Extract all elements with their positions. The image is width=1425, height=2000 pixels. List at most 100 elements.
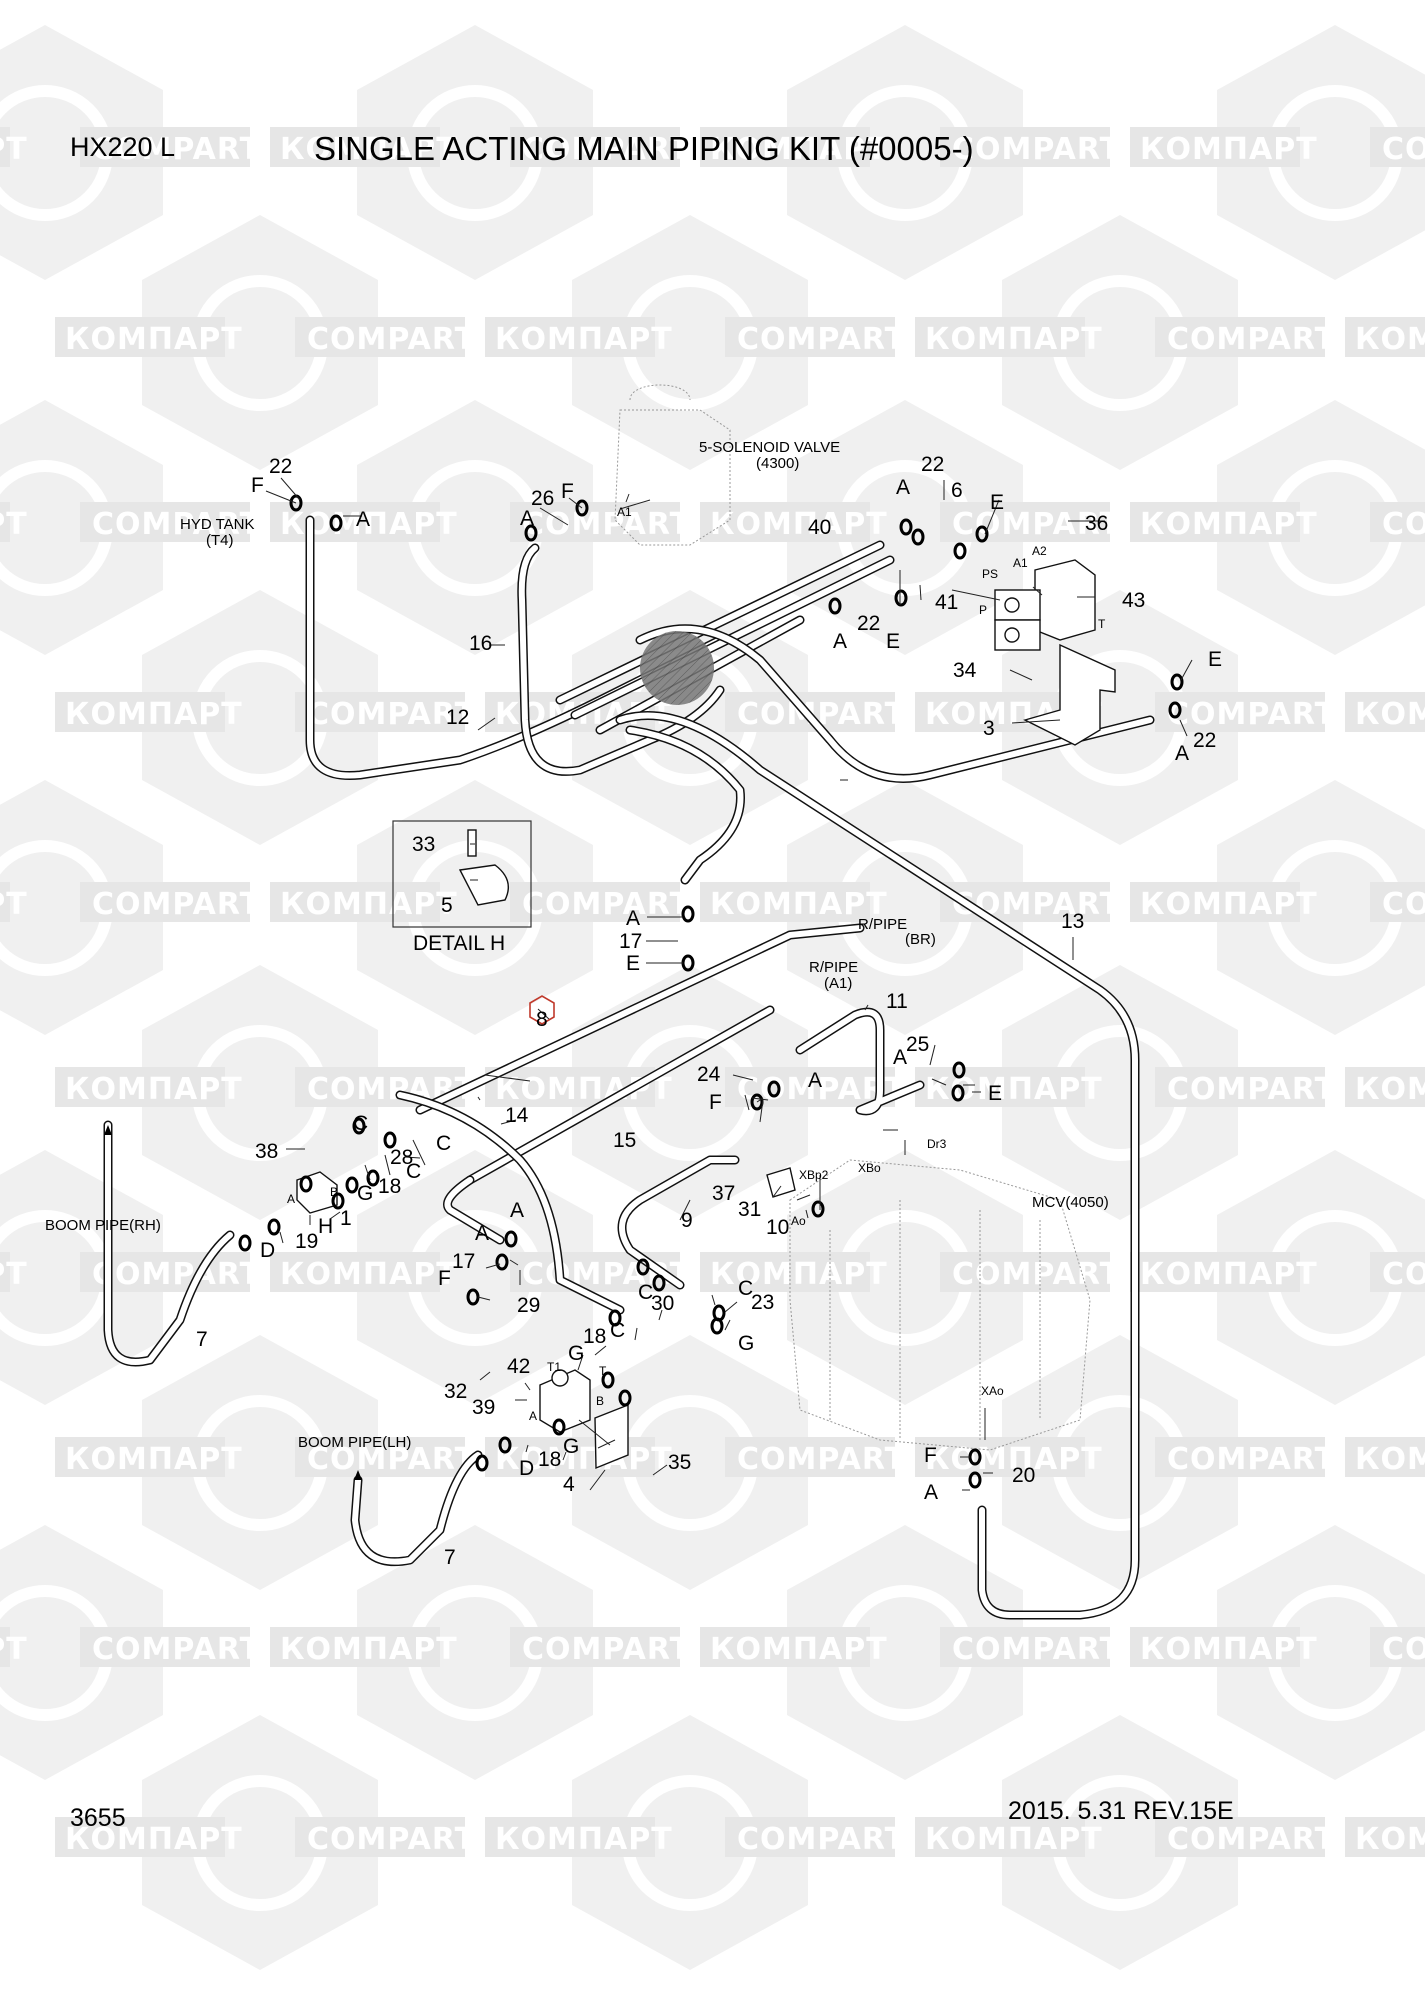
leader-line — [404, 1156, 421, 1159]
callout-ps: PS — [982, 567, 998, 581]
watermark-text: COMPART — [952, 507, 1121, 542]
watermark-text: COMPART — [92, 1632, 261, 1667]
watermark-text: КОМПАРТ — [1140, 1257, 1318, 1292]
leader-line — [625, 493, 630, 503]
callout-p33: 33 — [412, 833, 435, 856]
leader-line — [577, 1354, 584, 1371]
callout-gj: G — [357, 1182, 373, 1205]
o-ring — [495, 1253, 509, 1271]
callout-p41: 41 — [935, 591, 958, 614]
detail-h-box — [392, 820, 532, 928]
o-ring — [383, 1131, 397, 1149]
callout-a2: A2 — [1032, 544, 1047, 558]
watermark-text: COMPART — [737, 322, 906, 357]
leader-line — [280, 477, 301, 501]
leader-line — [984, 499, 1000, 535]
leader-line — [578, 1419, 611, 1446]
callout-t: T — [1098, 617, 1106, 631]
callout-p22a: 22 — [269, 455, 292, 478]
bracket-3 — [1023, 643, 1116, 746]
leader-line — [744, 1094, 750, 1111]
o-ring — [329, 514, 343, 532]
callout-rpipe-a1-port: (A1) — [824, 975, 852, 992]
callout-detail-h: DETAIL H — [413, 932, 505, 955]
highlight-hex-marker — [529, 995, 555, 1025]
o-ring — [345, 1176, 359, 1194]
callout-p5: 5 — [441, 894, 453, 917]
leader-line — [485, 1263, 501, 1269]
o-ring — [608, 1309, 622, 1327]
o-ring — [575, 499, 589, 517]
leader-line — [732, 1074, 754, 1081]
callout-an: A — [475, 1222, 489, 1245]
boom-pipe-rh-arrow — [104, 1125, 112, 1135]
callout-fb: F — [561, 480, 574, 503]
watermark-text: COMPART — [92, 507, 261, 542]
callout-p9: 9 — [681, 1209, 693, 1232]
callout-hyd-tank-port: (T4) — [206, 532, 234, 549]
watermark-text: COMPART — [1167, 697, 1336, 732]
watermark-text: КОМПАРТ — [65, 1072, 243, 1107]
callout-p10: 10 — [766, 1216, 789, 1239]
callout-fa: F — [251, 474, 264, 497]
callout-aa: A — [356, 508, 370, 531]
boom-pipe-lh-arrow — [354, 1470, 362, 1480]
leader-lines — [265, 477, 1193, 1491]
callout-p7a: 7 — [196, 1328, 208, 1351]
callout-fq: F — [924, 1444, 937, 1467]
watermark-text: КОМПАРТ — [65, 1442, 243, 1477]
callout-hj: H — [318, 1215, 333, 1238]
watermark-text: КОМПАРТ — [1140, 507, 1318, 542]
watermark-text: КОМПАРТ — [0, 1257, 28, 1292]
leader-line — [796, 1194, 811, 1201]
callout-dr3: Dr3 — [927, 1137, 947, 1151]
watermark-text: КОМПАРТ — [1355, 1442, 1425, 1477]
callout-ck: C — [436, 1132, 451, 1155]
callout-p26: 26 — [531, 487, 554, 510]
leader-line — [864, 1004, 869, 1011]
o-ring — [552, 1418, 566, 1436]
leader-line — [1179, 719, 1188, 737]
watermark-text: COMPART — [1167, 1822, 1336, 1857]
callout-p32: 32 — [444, 1380, 467, 1403]
callout-ad: A — [833, 630, 847, 653]
leader-line — [279, 1231, 284, 1244]
callout-a1-solenoid: A1 — [617, 505, 632, 519]
watermark-text: КОМПАРТ — [925, 1442, 1103, 1477]
callout-cm: C — [638, 1281, 653, 1304]
o-ring — [498, 1436, 512, 1454]
flange-31 — [766, 1167, 796, 1198]
callout-gp: G — [563, 1435, 579, 1458]
callout-cn: C — [738, 1277, 753, 1300]
o-ring — [238, 1234, 252, 1252]
watermark-text: КОМПАРТ — [280, 1257, 458, 1292]
leader-line — [805, 1209, 809, 1219]
watermark-text: КОМПАРТ — [495, 1822, 673, 1857]
watermark-text: COMPART — [737, 1822, 906, 1857]
watermark-text: COMPART — [92, 887, 261, 922]
callout-xbp2: XBp2 — [799, 1168, 829, 1182]
callout-ec: E — [990, 491, 1004, 514]
callout-p18a: 18 — [378, 1175, 401, 1198]
leader-line — [479, 1371, 491, 1381]
watermark-text: КОМПАРТ — [280, 1632, 458, 1667]
callout-b-block42: B — [596, 1394, 604, 1408]
callout-p7b: 7 — [444, 1546, 456, 1569]
leader-line — [711, 1294, 716, 1306]
watermark-text: КОМПАРТ — [710, 132, 888, 167]
leader-line — [477, 1296, 491, 1301]
callout-p43: 43 — [1122, 589, 1145, 612]
o-ring — [968, 1471, 982, 1489]
watermark-text: COMPART — [307, 697, 476, 732]
